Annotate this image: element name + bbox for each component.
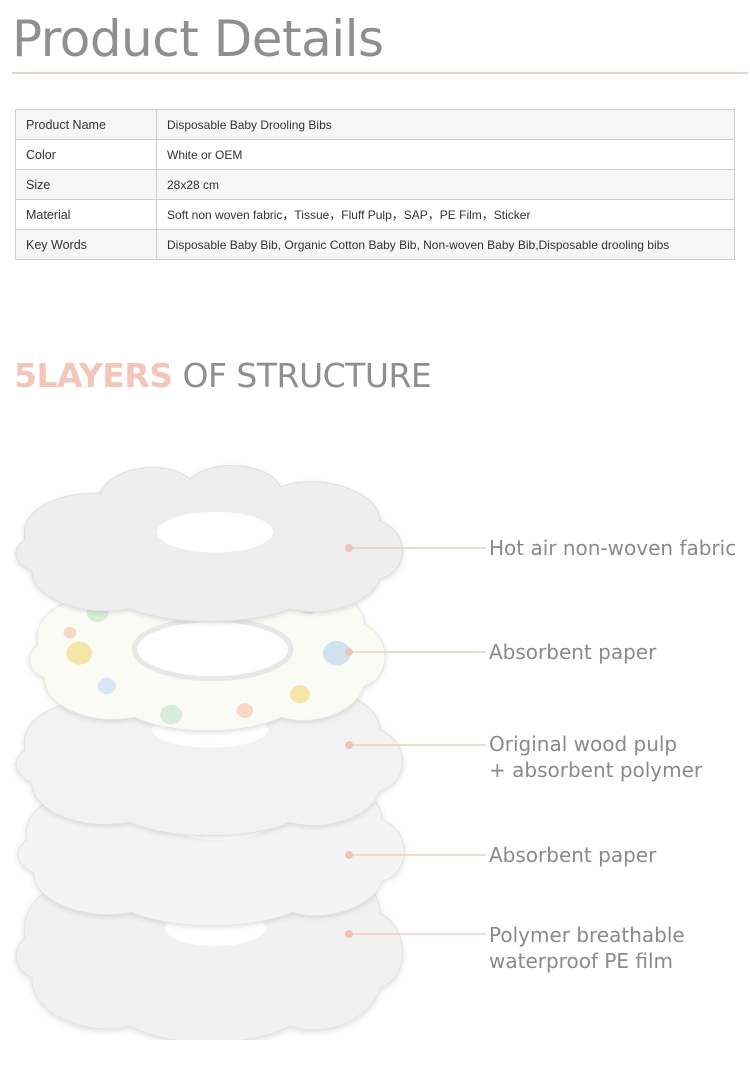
table-row: Size 28x28 cm (15, 169, 735, 200)
spec-label: Color (15, 139, 157, 170)
structure-heading-rest: OF STRUCTURE (172, 356, 432, 395)
callout-text: Absorbent paper (489, 640, 657, 664)
table-row: Color White or OEM (15, 139, 735, 170)
table-row: Material Soft non woven fabric，Tissue，Fl… (15, 199, 735, 230)
spec-label: Product Name (15, 109, 157, 140)
spec-value: Soft non woven fabric，Tissue，Fluff Pulp，… (156, 199, 735, 230)
callout-text: Original wood pulp (489, 732, 678, 756)
structure-heading: 5LAYERS OF STRUCTURE (14, 356, 432, 395)
callout-text: Absorbent paper (489, 843, 657, 867)
callout-layer-2: Absorbent paper (489, 639, 656, 665)
spec-value: Disposable Baby Bib, Organic Cotton Baby… (156, 229, 735, 260)
structure-heading-accent: 5LAYERS (14, 356, 173, 395)
title-divider (12, 72, 748, 74)
spec-value: 28x28 cm (156, 169, 735, 200)
callout-text: waterproof PE film (489, 949, 674, 973)
callout-leader-5 (345, 930, 486, 938)
table-row: Product Name Disposable Baby Drooling Bi… (15, 109, 735, 140)
callout-leader-3 (345, 741, 486, 749)
callout-layer-1: Hot air non-woven fabric (489, 535, 736, 561)
spec-label: Size (15, 169, 157, 200)
table-row: Key Words Disposable Baby Bib, Organic C… (15, 229, 735, 260)
bib-layer-hot-air-nonwoven (15, 465, 403, 623)
callout-text: Hot air non-woven fabric (489, 536, 737, 560)
callout-leader-4 (345, 851, 486, 859)
callout-leader-2 (345, 648, 486, 656)
spec-table: Product Name Disposable Baby Drooling Bi… (15, 109, 735, 260)
callout-text: + absorbent polymer (489, 758, 703, 782)
spec-label: Material (15, 199, 157, 230)
page-title: Product Details (12, 10, 384, 68)
bib-layers-diagram (15, 465, 486, 1040)
callout-layer-5: Polymer breathable waterproof PE film (489, 922, 685, 974)
spec-value: White or OEM (156, 139, 735, 170)
callout-layer-3: Original wood pulp + absorbent polymer (489, 731, 702, 783)
spec-label: Key Words (15, 229, 157, 260)
callout-text: Polymer breathable (489, 923, 685, 947)
spec-value: Disposable Baby Drooling Bibs (156, 109, 735, 140)
callout-leader-1 (345, 544, 486, 552)
callout-layer-4: Absorbent paper (489, 842, 656, 868)
